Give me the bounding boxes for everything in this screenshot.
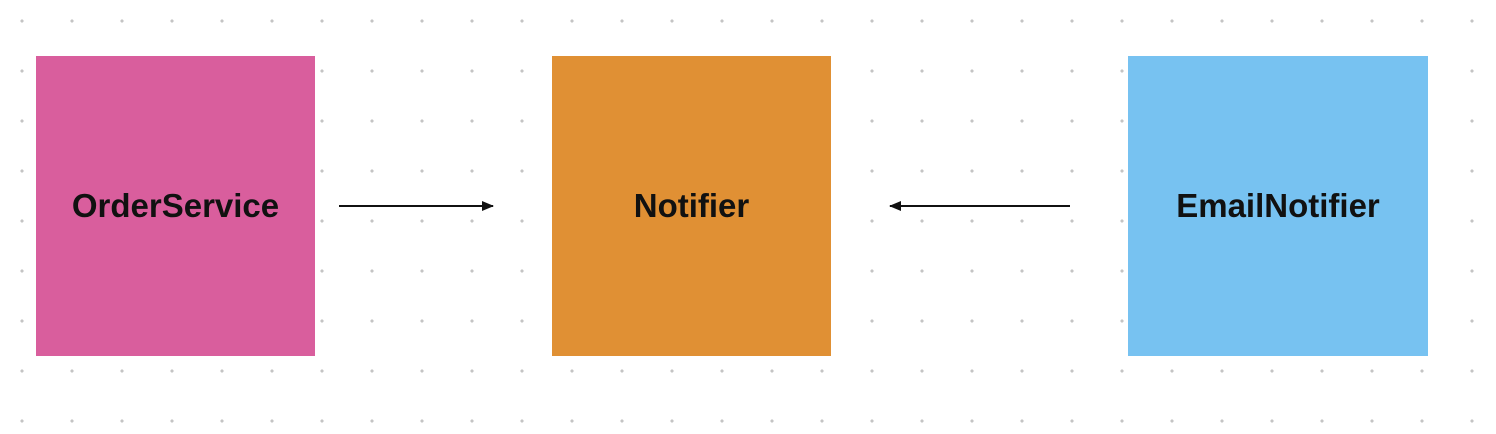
node-notifier[interactable]: Notifier [552,56,831,356]
node-email-notifier[interactable]: EmailNotifier [1128,56,1428,356]
node-label-notifier: Notifier [633,187,750,224]
node-label-email-notifier: EmailNotifier [1176,187,1380,224]
node-label-order-service: OrderService [71,187,280,224]
node-order-service[interactable]: OrderService [36,56,315,356]
